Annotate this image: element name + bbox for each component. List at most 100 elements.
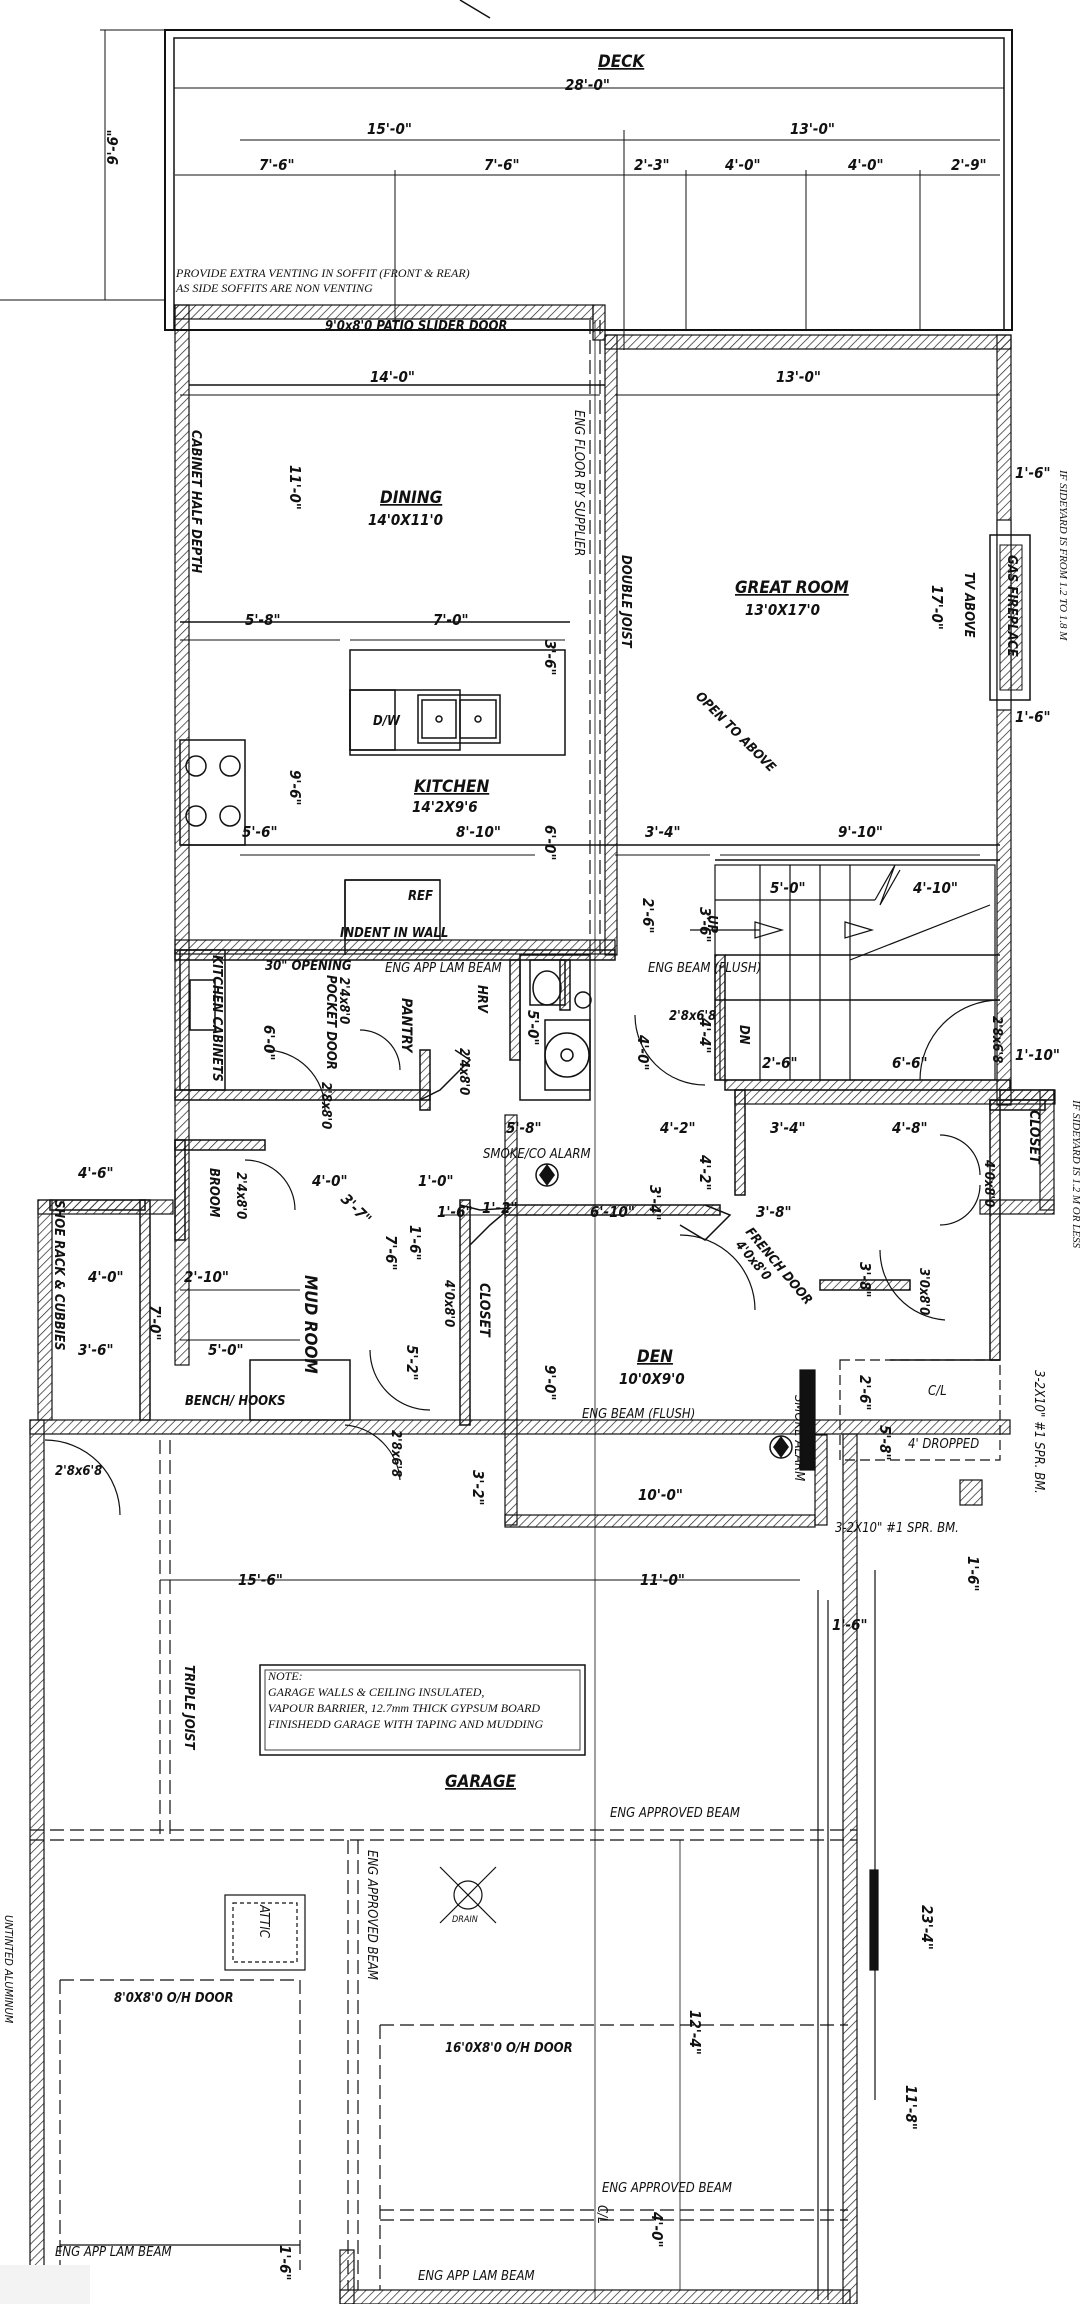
dim-g6: 11'-8": [902, 2085, 920, 2130]
dim-great-d: 17'-0": [928, 585, 946, 630]
dim-m13: 1'-6": [406, 1225, 424, 1261]
pocket-door-label: POCKET DOOR: [323, 975, 338, 1070]
shoe-rack-label: SHOE RACK & CUBBIES: [51, 1200, 66, 1351]
eng-floor-label: ENG FLOOR BY SUPPLIER: [571, 410, 586, 556]
dim-d2: 7'-6": [484, 156, 520, 174]
dim-d4: 4'-0": [725, 156, 761, 174]
dim-dining-d: 11'-0": [286, 465, 304, 510]
dim-k3: 3'-6": [541, 640, 559, 676]
dim-g2: 11'-0": [640, 1571, 685, 1589]
smoke-alarm-icon: [535, 1163, 559, 1187]
dim-deck-depth: 9'-6": [104, 129, 122, 165]
side-yard-note-2: IF SIDEYARD IS FROM 1.2 TO 1.8 M: [1057, 469, 1069, 641]
dim-h13: 1'-0": [418, 1172, 454, 1190]
great-room-label: GREAT ROOM: [735, 578, 849, 598]
garage-details: [0, 320, 1001, 2304]
dimension-lines: [160, 394, 1000, 1581]
dim-h4: 4'-4": [696, 1018, 714, 1054]
dim-h5: 2'-6": [762, 1054, 798, 1072]
dim-h3: 4'-0": [634, 1035, 652, 1071]
bench-label: BENCH/ HOOKS: [185, 1394, 286, 1409]
staircase: [690, 864, 996, 1081]
deck-label: DECK: [598, 52, 645, 72]
garage-note-4: FINISHEDD GARAGE WITH TAPING AND MUDDING: [267, 1717, 544, 1731]
closet-label-2: CLOSET: [476, 1283, 492, 1338]
dining-label: DINING: [380, 488, 442, 508]
door-2868-c: 2'8x6'8: [388, 1430, 403, 1477]
garage-label: GARAGE: [445, 1772, 517, 1792]
indent-label: INDENT IN WALL: [340, 926, 448, 941]
dim-d3: 2'-3": [634, 156, 670, 174]
dim-d7: 3'-8": [856, 1262, 874, 1298]
dim-s4: 4'-10": [913, 879, 958, 897]
dim-s6: 3'-6": [696, 907, 714, 943]
dim-h8: 4'-2": [660, 1119, 696, 1137]
dim-den-d: 9'-0": [541, 1365, 559, 1401]
eng-approved-vertical: ENG APPROVED BEAM: [364, 1850, 379, 1980]
dim-h14: 4'-0": [312, 1172, 348, 1190]
open-to-above-label: OPEN TO ABOVE: [692, 689, 778, 775]
eng-approved-label-2: ENG APPROVED BEAM: [602, 2181, 732, 2196]
dw-label: D/W: [373, 714, 401, 729]
door-4080-b: 4'0x8'0: [441, 1280, 456, 1327]
dim-k7: 6'-0": [541, 825, 559, 861]
door-2868-a: 2'8x6'8: [669, 1009, 716, 1024]
great-room-size: 13'0X17'0: [745, 601, 820, 619]
dim-k1: 5'-8": [245, 611, 281, 629]
dim-m7: 1'-6": [437, 1203, 473, 1221]
door-3080: 3'0x8'0: [916, 1268, 931, 1315]
dim-m12: 7'-6": [382, 1235, 400, 1271]
eng-beam-flush-label: ENG BEAM (FLUSH): [648, 961, 761, 976]
dim-g5: 12'-4": [686, 2010, 704, 2055]
cl-label: C/L: [928, 1384, 947, 1399]
smoke-alarm-icon: [769, 1435, 793, 1459]
eng-app-lam-label-2: ENG APP LAM BEAM: [55, 2245, 172, 2260]
dim-g7: 1'-6": [276, 2245, 294, 2281]
exterior-walls: [29, 304, 1056, 2304]
drain-label: DRAIN: [452, 1915, 478, 1925]
dim-h11: 4'-2": [696, 1155, 714, 1191]
dim-g4: 23'-4": [918, 1905, 936, 1950]
interior-walls: [49, 384, 1055, 1426]
eng-approved-label: ENG APPROVED BEAM: [610, 1806, 740, 1821]
double-joist-label: DOUBLE JOIST: [618, 555, 633, 649]
dim-dining-w: 14'-0": [370, 368, 415, 386]
dim-m4: 7'-0": [146, 1305, 164, 1341]
dim-m9: 6'-10": [590, 1203, 635, 1221]
ref-label: REF: [408, 889, 433, 904]
door-2868-b: 2'8x6'8: [989, 1016, 1004, 1063]
dim-d1: 7'-6": [259, 156, 295, 174]
dim-s3: 5'-0": [770, 879, 806, 897]
dim-deck-right: 13'-0": [790, 120, 835, 138]
closet-label-1: CLOSET: [1026, 1110, 1042, 1165]
dining-size: 14'0X11'0: [368, 511, 443, 529]
dim-h2: 5'-0": [524, 1010, 542, 1046]
gas-fireplace-label: GAS FIREPLACE: [1004, 555, 1019, 657]
dim-h15: 3'-4": [646, 1185, 664, 1221]
garage-note-3: VAPOUR BARRIER, 12.7mm THICK GYPSUM BOAR…: [268, 1701, 540, 1715]
patio-door-label: 9'0x8'0 PATIO SLIDER DOOR: [325, 319, 507, 334]
untinted-label: UNTINTED ALUMINUM: [2, 1915, 15, 2024]
dim-m2: 4'-0": [88, 1268, 124, 1286]
dim-m11: 3'-7": [337, 1190, 375, 1228]
den-label: DEN: [637, 1347, 673, 1367]
dim-fp-top: 1'-6": [1015, 464, 1051, 482]
beam-b-label: 3-2X10" #1 SPR. BM.: [835, 1521, 959, 1536]
dim-k2: 7'-0": [433, 611, 469, 629]
door-2880: 2'8x8'0: [318, 1082, 333, 1129]
door-2868-d: 2'8x6'8: [55, 1464, 102, 1479]
deck-size: 28'-0": [565, 76, 610, 94]
dim-h12: 5'-8": [506, 1119, 542, 1137]
den-size: 10'0X9'0: [619, 1370, 685, 1388]
deck-area: [0, 0, 1013, 350]
dim-m1: 4'-6": [78, 1164, 114, 1182]
kitchen-label: KITCHEN: [414, 777, 489, 797]
dim-k4: 9'-6": [286, 770, 304, 806]
dim-h7: 1'-10": [1015, 1046, 1060, 1064]
dim-m5: 3'-6": [78, 1341, 114, 1359]
dim-m6: 5'-0": [208, 1341, 244, 1359]
dim-m3: 2'-10": [184, 1268, 229, 1286]
dim-fp-bot: 1'-6": [1015, 708, 1051, 726]
opening-label: 30" OPENING: [265, 959, 352, 974]
